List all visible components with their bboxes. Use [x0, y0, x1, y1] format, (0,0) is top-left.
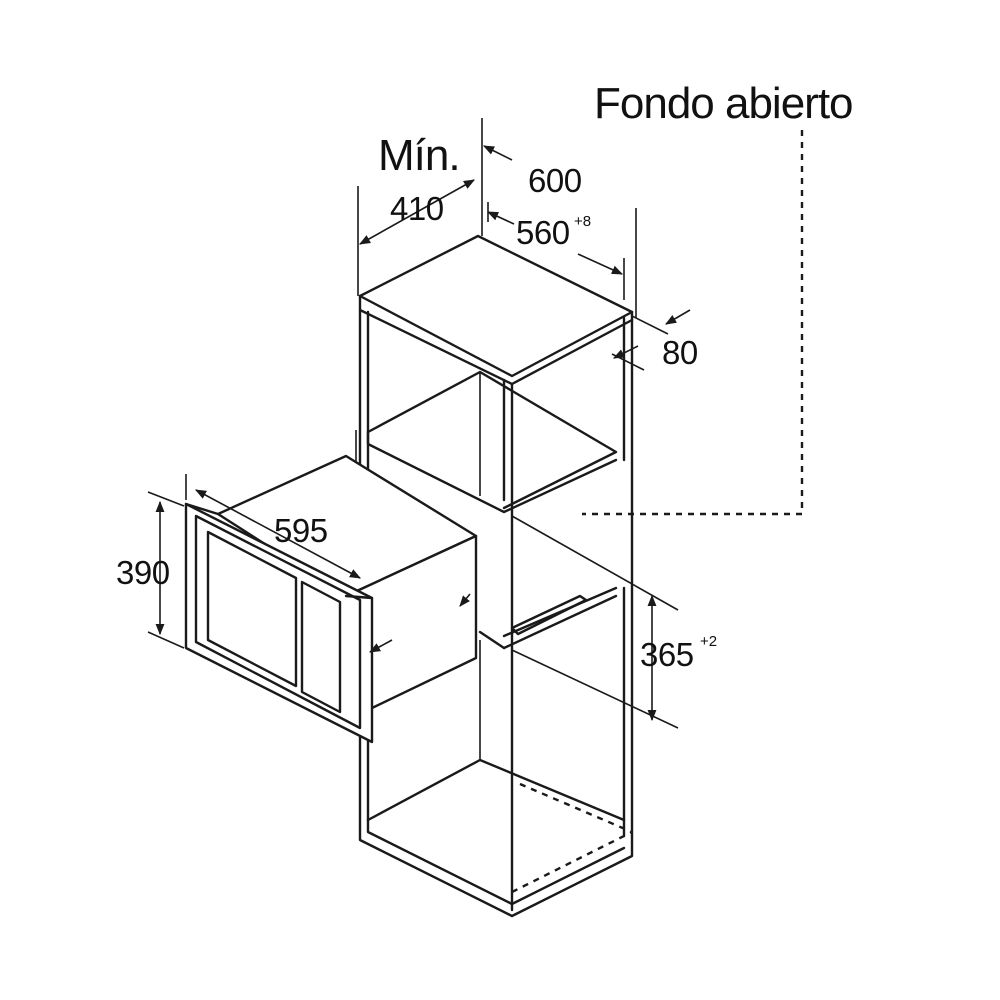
niche-height-label: 365 — [640, 636, 694, 673]
appliance-width-label: 595 — [274, 512, 328, 549]
min-depth-label: 410 — [390, 190, 444, 227]
microwave-appliance — [184, 454, 478, 744]
niche-width-label: 560 — [516, 214, 570, 251]
niche-height-tolerance: +2 — [700, 633, 717, 650]
dimension-labels: Fondo abierto Mín. 410 600 560 +8 80 595… — [116, 79, 854, 673]
open-back-label: Fondo abierto — [594, 79, 853, 128]
min-label: Mín. — [378, 131, 460, 180]
niche-width-tolerance: +8 — [574, 213, 591, 230]
tall-cabinet — [355, 234, 634, 918]
cabinet-depth-label: 600 — [528, 162, 582, 199]
dimension-lines — [147, 118, 804, 729]
appliance-height-label: 390 — [116, 554, 170, 591]
back-gap-label: 80 — [662, 334, 698, 371]
